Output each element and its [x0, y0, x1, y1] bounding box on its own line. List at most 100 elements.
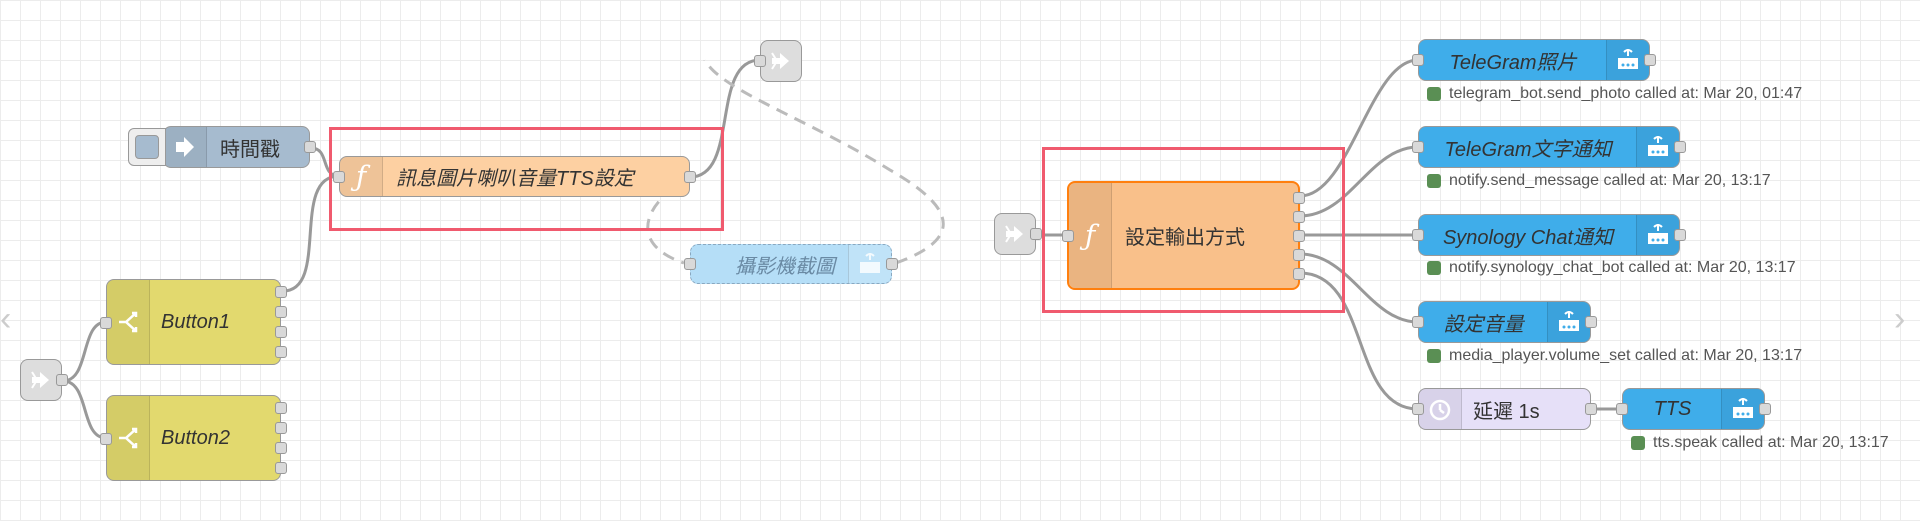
- link-in-node[interactable]: [994, 213, 1042, 255]
- status-text: notify.synology_chat_bot called at: Mar …: [1449, 259, 1796, 276]
- output-port[interactable]: [886, 258, 898, 270]
- button1-node[interactable]: Button1: [100, 279, 287, 365]
- button2-node[interactable]: Button2: [100, 395, 287, 481]
- tts-node[interactable]: TTS: [1616, 388, 1771, 430]
- status-indicator: [1427, 174, 1441, 188]
- input-port[interactable]: [100, 317, 112, 329]
- node-label: Synology Chat通知: [1442, 226, 1614, 249]
- node-label: TeleGram照片: [1449, 51, 1577, 74]
- input-port[interactable]: [333, 171, 345, 183]
- input-port[interactable]: [100, 433, 112, 445]
- link-out-icon: [761, 41, 801, 81]
- input-port[interactable]: [1412, 54, 1424, 66]
- status-telegram-photo: telegram_bot.send_photo called at: Mar 2…: [1427, 85, 1802, 103]
- output-port[interactable]: [1585, 403, 1597, 415]
- node-label: 攝影機截圖: [735, 255, 835, 278]
- home-assistant-icon: [848, 245, 891, 283]
- input-port[interactable]: [1062, 230, 1074, 242]
- status-synology-chat: notify.synology_chat_bot called at: Mar …: [1427, 259, 1796, 277]
- output-port[interactable]: [275, 442, 287, 454]
- input-port[interactable]: [1412, 403, 1424, 415]
- output-port[interactable]: [1585, 316, 1597, 328]
- disabled-wire: [703, 59, 945, 265]
- input-port[interactable]: [1412, 316, 1424, 328]
- status-indicator: [1427, 87, 1441, 101]
- output-port[interactable]: [275, 422, 287, 434]
- home-assistant-icon: [1606, 40, 1649, 80]
- output-port[interactable]: [1293, 211, 1305, 223]
- node-label: 訊息圖片喇叭音量TTS設定: [396, 168, 634, 190]
- output-port[interactable]: [275, 286, 287, 298]
- delay-node[interactable]: 延遲 1s: [1412, 388, 1597, 430]
- wire: [1299, 58, 1419, 198]
- input-port[interactable]: [1616, 403, 1628, 415]
- home-assistant-icon: [1636, 215, 1679, 255]
- output-port[interactable]: [304, 141, 316, 153]
- telegram-text-node[interactable]: TeleGram文字通知: [1412, 126, 1686, 168]
- link-in-icon: [21, 360, 61, 400]
- set-volume-node[interactable]: 設定音量: [1412, 301, 1597, 343]
- input-port[interactable]: [1412, 229, 1424, 241]
- input-port[interactable]: [1412, 141, 1424, 153]
- output-port[interactable]: [1674, 229, 1686, 241]
- wire: [1299, 271, 1419, 411]
- output-port[interactable]: [275, 462, 287, 474]
- link-in-node[interactable]: [20, 359, 68, 401]
- node-label: 設定音量: [1443, 313, 1524, 336]
- highlight-box-function-msg: [329, 127, 724, 231]
- output-port[interactable]: [275, 306, 287, 318]
- inject-trigger-button[interactable]: [128, 128, 166, 166]
- output-port[interactable]: [1674, 141, 1686, 153]
- output-port[interactable]: [1293, 249, 1305, 261]
- telegram-photo-node[interactable]: TeleGram照片: [1412, 39, 1656, 81]
- input-port[interactable]: [754, 55, 766, 67]
- status-telegram-text: notify.send_message called at: Mar 20, 1…: [1427, 172, 1771, 190]
- link-in-icon: [995, 214, 1035, 254]
- output-port[interactable]: [1759, 403, 1771, 415]
- wire: [689, 58, 761, 179]
- switch-icon: [107, 280, 150, 364]
- disabled-wire: [646, 175, 691, 265]
- function-msg-node[interactable]: ƒ 訊息圖片喇叭音量TTS設定: [333, 156, 696, 197]
- link-out-node[interactable]: [754, 40, 802, 82]
- chevron-left-icon[interactable]: ‹: [0, 300, 12, 338]
- output-port[interactable]: [684, 171, 696, 183]
- output-port[interactable]: [1030, 228, 1042, 240]
- timestamp-inject-node[interactable]: 時間戳: [163, 126, 316, 168]
- output-port[interactable]: [1644, 54, 1656, 66]
- output-port[interactable]: [275, 402, 287, 414]
- function-icon: ƒ: [340, 157, 383, 196]
- function-output-node[interactable]: ƒ 設定輸出方式: [1062, 181, 1305, 290]
- output-port[interactable]: [1293, 192, 1305, 204]
- status-text: telegram_bot.send_photo called at: Mar 2…: [1449, 85, 1803, 102]
- home-assistant-icon: [1721, 389, 1764, 429]
- status-text: tts.speak called at: Mar 20, 13:17: [1653, 434, 1889, 451]
- node-label: 延遲 1s: [1473, 400, 1540, 423]
- wire: [62, 379, 107, 440]
- status-tts: tts.speak called at: Mar 20, 13:17: [1631, 434, 1889, 452]
- camera-snapshot-node[interactable]: 攝影機截圖: [684, 244, 898, 284]
- status-set-volume: media_player.volume_set called at: Mar 2…: [1427, 347, 1802, 365]
- output-port[interactable]: [56, 374, 68, 386]
- node-label: Button2: [161, 426, 230, 449]
- input-port[interactable]: [684, 258, 696, 270]
- wire: [62, 320, 107, 383]
- synology-chat-node[interactable]: Synology Chat通知: [1412, 214, 1686, 256]
- status-text: media_player.volume_set called at: Mar 2…: [1449, 347, 1803, 364]
- output-port[interactable]: [275, 346, 287, 358]
- output-port[interactable]: [1293, 268, 1305, 280]
- node-label: TeleGram文字通知: [1444, 138, 1612, 161]
- node-label: 時間戳: [220, 138, 280, 161]
- function-icon: ƒ: [1069, 183, 1112, 288]
- output-port[interactable]: [275, 326, 287, 338]
- wire: [1299, 252, 1419, 324]
- switch-icon: [107, 396, 150, 480]
- output-port[interactable]: [1293, 230, 1305, 242]
- chevron-right-icon[interactable]: ›: [1894, 300, 1906, 338]
- home-assistant-icon: [1547, 302, 1590, 342]
- node-label: TTS: [1653, 397, 1692, 420]
- wire: [1299, 145, 1419, 218]
- node-label: Button1: [161, 310, 230, 333]
- highlight-box-function-output: [1042, 147, 1345, 313]
